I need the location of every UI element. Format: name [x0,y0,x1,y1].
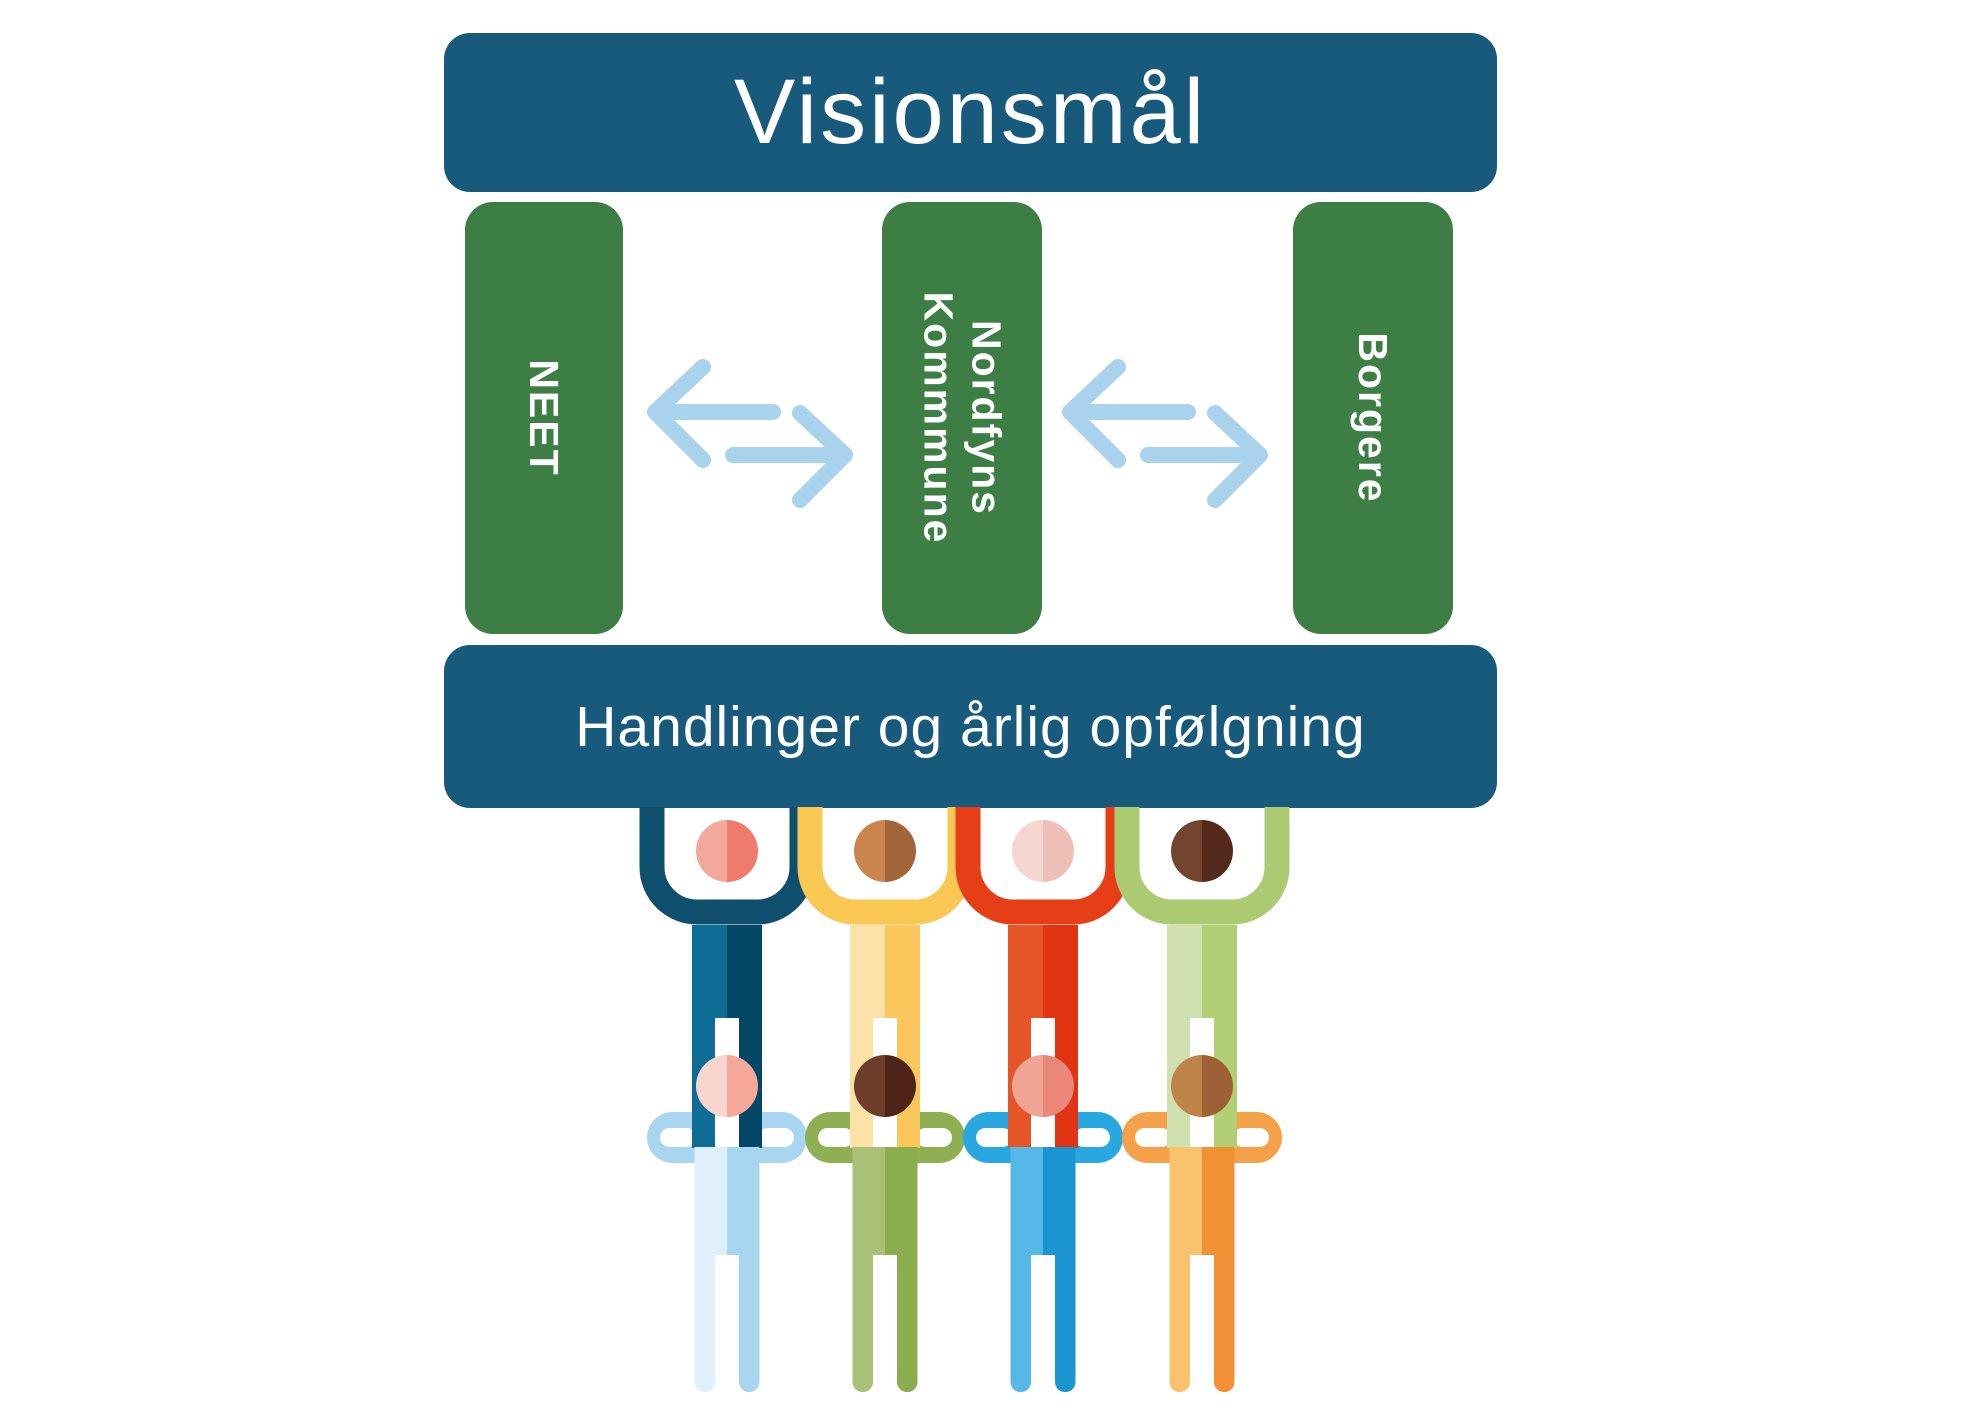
front-person-light-blue [647,1055,807,1395]
vision-goal-label: Visionsmål [733,61,1208,163]
vision-goal-bar: Visionsmål [444,33,1497,192]
pillar-borgere-label: Borgere [1350,332,1397,504]
actions-bar-label: Handlinger og årlig opfølgning [575,694,1366,759]
front-person-olive [805,1055,965,1395]
back-person-teal [639,807,815,1147]
arrow-left-icon [647,359,781,468]
arrow-right-icon [725,405,853,508]
pillar-neet: NEET [465,202,623,634]
exchange-arrows-icon [647,359,853,508]
pillar-neet-label: NEET [521,359,568,477]
front-person-orange [1122,1055,1282,1395]
arrow-right-icon [1140,405,1268,508]
people-illustration [639,807,1290,1395]
pillar-nordfyns-kommune: Nordfyns Kommmune [882,202,1042,634]
pillar-borgere: Borgere [1293,202,1453,634]
pillar-nordfyns-kommune-label: Nordfyns Kommmune [915,291,1010,545]
arrow-left-icon [1062,359,1196,468]
front-person-blue [963,1055,1123,1395]
exchange-arrows-icon [1062,359,1268,508]
actions-bar: Handlinger og årlig opfølgning [444,645,1497,808]
